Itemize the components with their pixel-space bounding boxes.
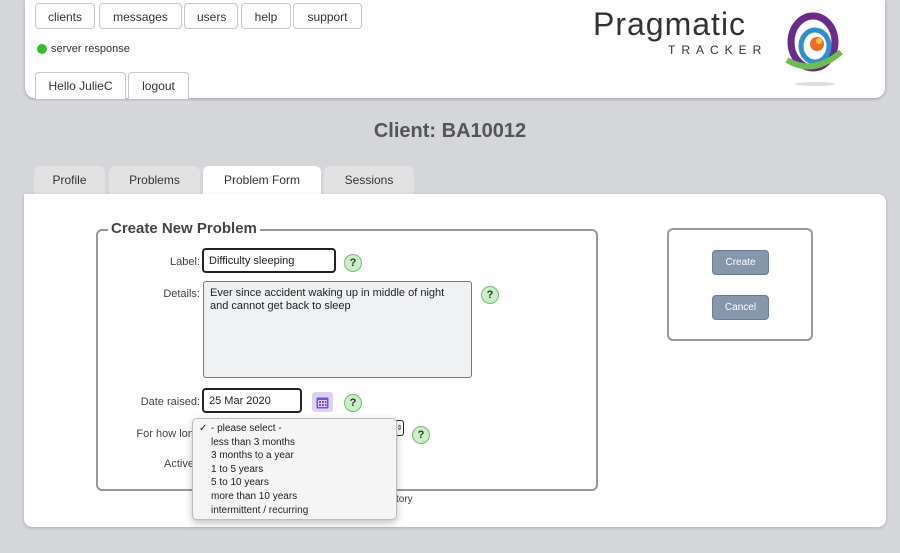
- duration-help-icon[interactable]: ?: [412, 426, 430, 444]
- nav-users[interactable]: users: [184, 3, 238, 29]
- nav-support[interactable]: support: [293, 3, 362, 29]
- fieldset-legend: Create New Problem: [108, 220, 260, 237]
- dropdown-option[interactable]: intermittent / recurring: [211, 504, 309, 516]
- label-input[interactable]: Difficulty sleeping: [202, 248, 336, 273]
- label-field-label: Label:: [170, 256, 200, 268]
- cancel-button[interactable]: Cancel: [712, 295, 769, 320]
- status-label: server response: [51, 43, 130, 55]
- date-help-icon[interactable]: ?: [344, 394, 362, 412]
- nav-help[interactable]: help: [241, 3, 291, 29]
- server-status: server response: [37, 43, 130, 55]
- label-help-icon[interactable]: ?: [344, 254, 362, 272]
- date-field-label: Date raised:: [140, 396, 200, 408]
- tab-problems[interactable]: Problems: [109, 166, 200, 194]
- checkmark-icon: ✓: [199, 423, 208, 434]
- status-dot-icon: [37, 44, 47, 54]
- tab-sessions[interactable]: Sessions: [324, 166, 414, 194]
- logout-button[interactable]: logout: [128, 72, 189, 99]
- date-input[interactable]: 25 Mar 2020: [202, 388, 302, 413]
- duration-field-label: For how long: [136, 428, 200, 440]
- page-title: Client: BA10012: [373, 120, 527, 142]
- dropdown-option[interactable]: ✓- please select -: [199, 423, 282, 434]
- tab-problem-form[interactable]: Problem Form: [203, 166, 321, 195]
- duration-dropdown[interactable]: ✓- please select - less than 3 months 3 …: [192, 418, 397, 520]
- nav-clients[interactable]: clients: [35, 3, 95, 29]
- dropdown-option[interactable]: less than 3 months: [211, 436, 295, 448]
- create-button[interactable]: Create: [712, 250, 769, 275]
- history-label-peek: tory: [396, 494, 413, 505]
- dropdown-option[interactable]: 3 months to a year: [211, 450, 294, 462]
- nav-messages[interactable]: messages: [99, 3, 182, 29]
- details-textarea[interactable]: Ever since accident waking up in middle …: [203, 281, 472, 378]
- logo-mark-icon: [785, 12, 843, 86]
- details-field-label: Details:: [163, 288, 200, 300]
- dropdown-option[interactable]: 1 to 5 years: [211, 463, 264, 475]
- logo-wordmark: Pragmatic: [593, 6, 747, 42]
- greeting-button[interactable]: Hello JulieC: [35, 72, 126, 99]
- details-help-icon[interactable]: ?: [481, 286, 499, 304]
- active-field-label: Active: [164, 458, 194, 470]
- actions-box: [667, 228, 813, 341]
- dropdown-option[interactable]: more than 10 years: [211, 490, 298, 502]
- dropdown-option[interactable]: 5 to 10 years: [211, 477, 269, 489]
- logo-subtitle: TRACKER: [668, 43, 768, 57]
- calendar-icon[interactable]: [312, 392, 333, 412]
- tab-profile[interactable]: Profile: [34, 166, 105, 194]
